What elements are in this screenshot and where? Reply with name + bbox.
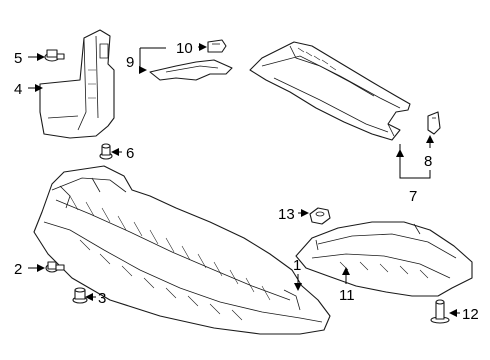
bolt-part-2 <box>45 261 65 273</box>
clip-part-8 <box>427 111 441 135</box>
upper-cover-part-7 <box>249 41 411 141</box>
callout-labels: 5 4 6 9 10 2 3 1 8 7 13 11 12 <box>14 40 479 323</box>
callout-6: 6 <box>126 145 134 162</box>
bolt-part-5 <box>44 49 65 62</box>
callout-3: 3 <box>98 290 106 307</box>
rear-shield-part-11 <box>295 221 473 297</box>
callout-5: 5 <box>14 50 22 67</box>
clip-part-3 <box>72 287 88 304</box>
callout-13: 13 <box>278 206 295 223</box>
lower-splash-shield-part-1 <box>33 165 331 335</box>
callout-2: 2 <box>14 261 22 278</box>
callout-11: 11 <box>339 287 355 304</box>
clip-part-10 <box>207 39 227 53</box>
callout-8: 8 <box>424 153 432 170</box>
callout-10: 10 <box>176 40 193 57</box>
callout-1: 1 <box>293 257 301 274</box>
air-deflector-part-4 <box>39 29 115 139</box>
bolt-part-12 <box>430 299 450 324</box>
clip-part-6 <box>99 143 113 160</box>
callout-7: 7 <box>409 188 417 205</box>
callout-4: 4 <box>14 81 22 98</box>
shield-bracket-part-9 <box>149 59 233 81</box>
leader-lines <box>28 43 460 317</box>
nut-part-13 <box>309 207 331 225</box>
callout-9: 9 <box>126 54 134 71</box>
callout-12: 12 <box>462 306 479 323</box>
